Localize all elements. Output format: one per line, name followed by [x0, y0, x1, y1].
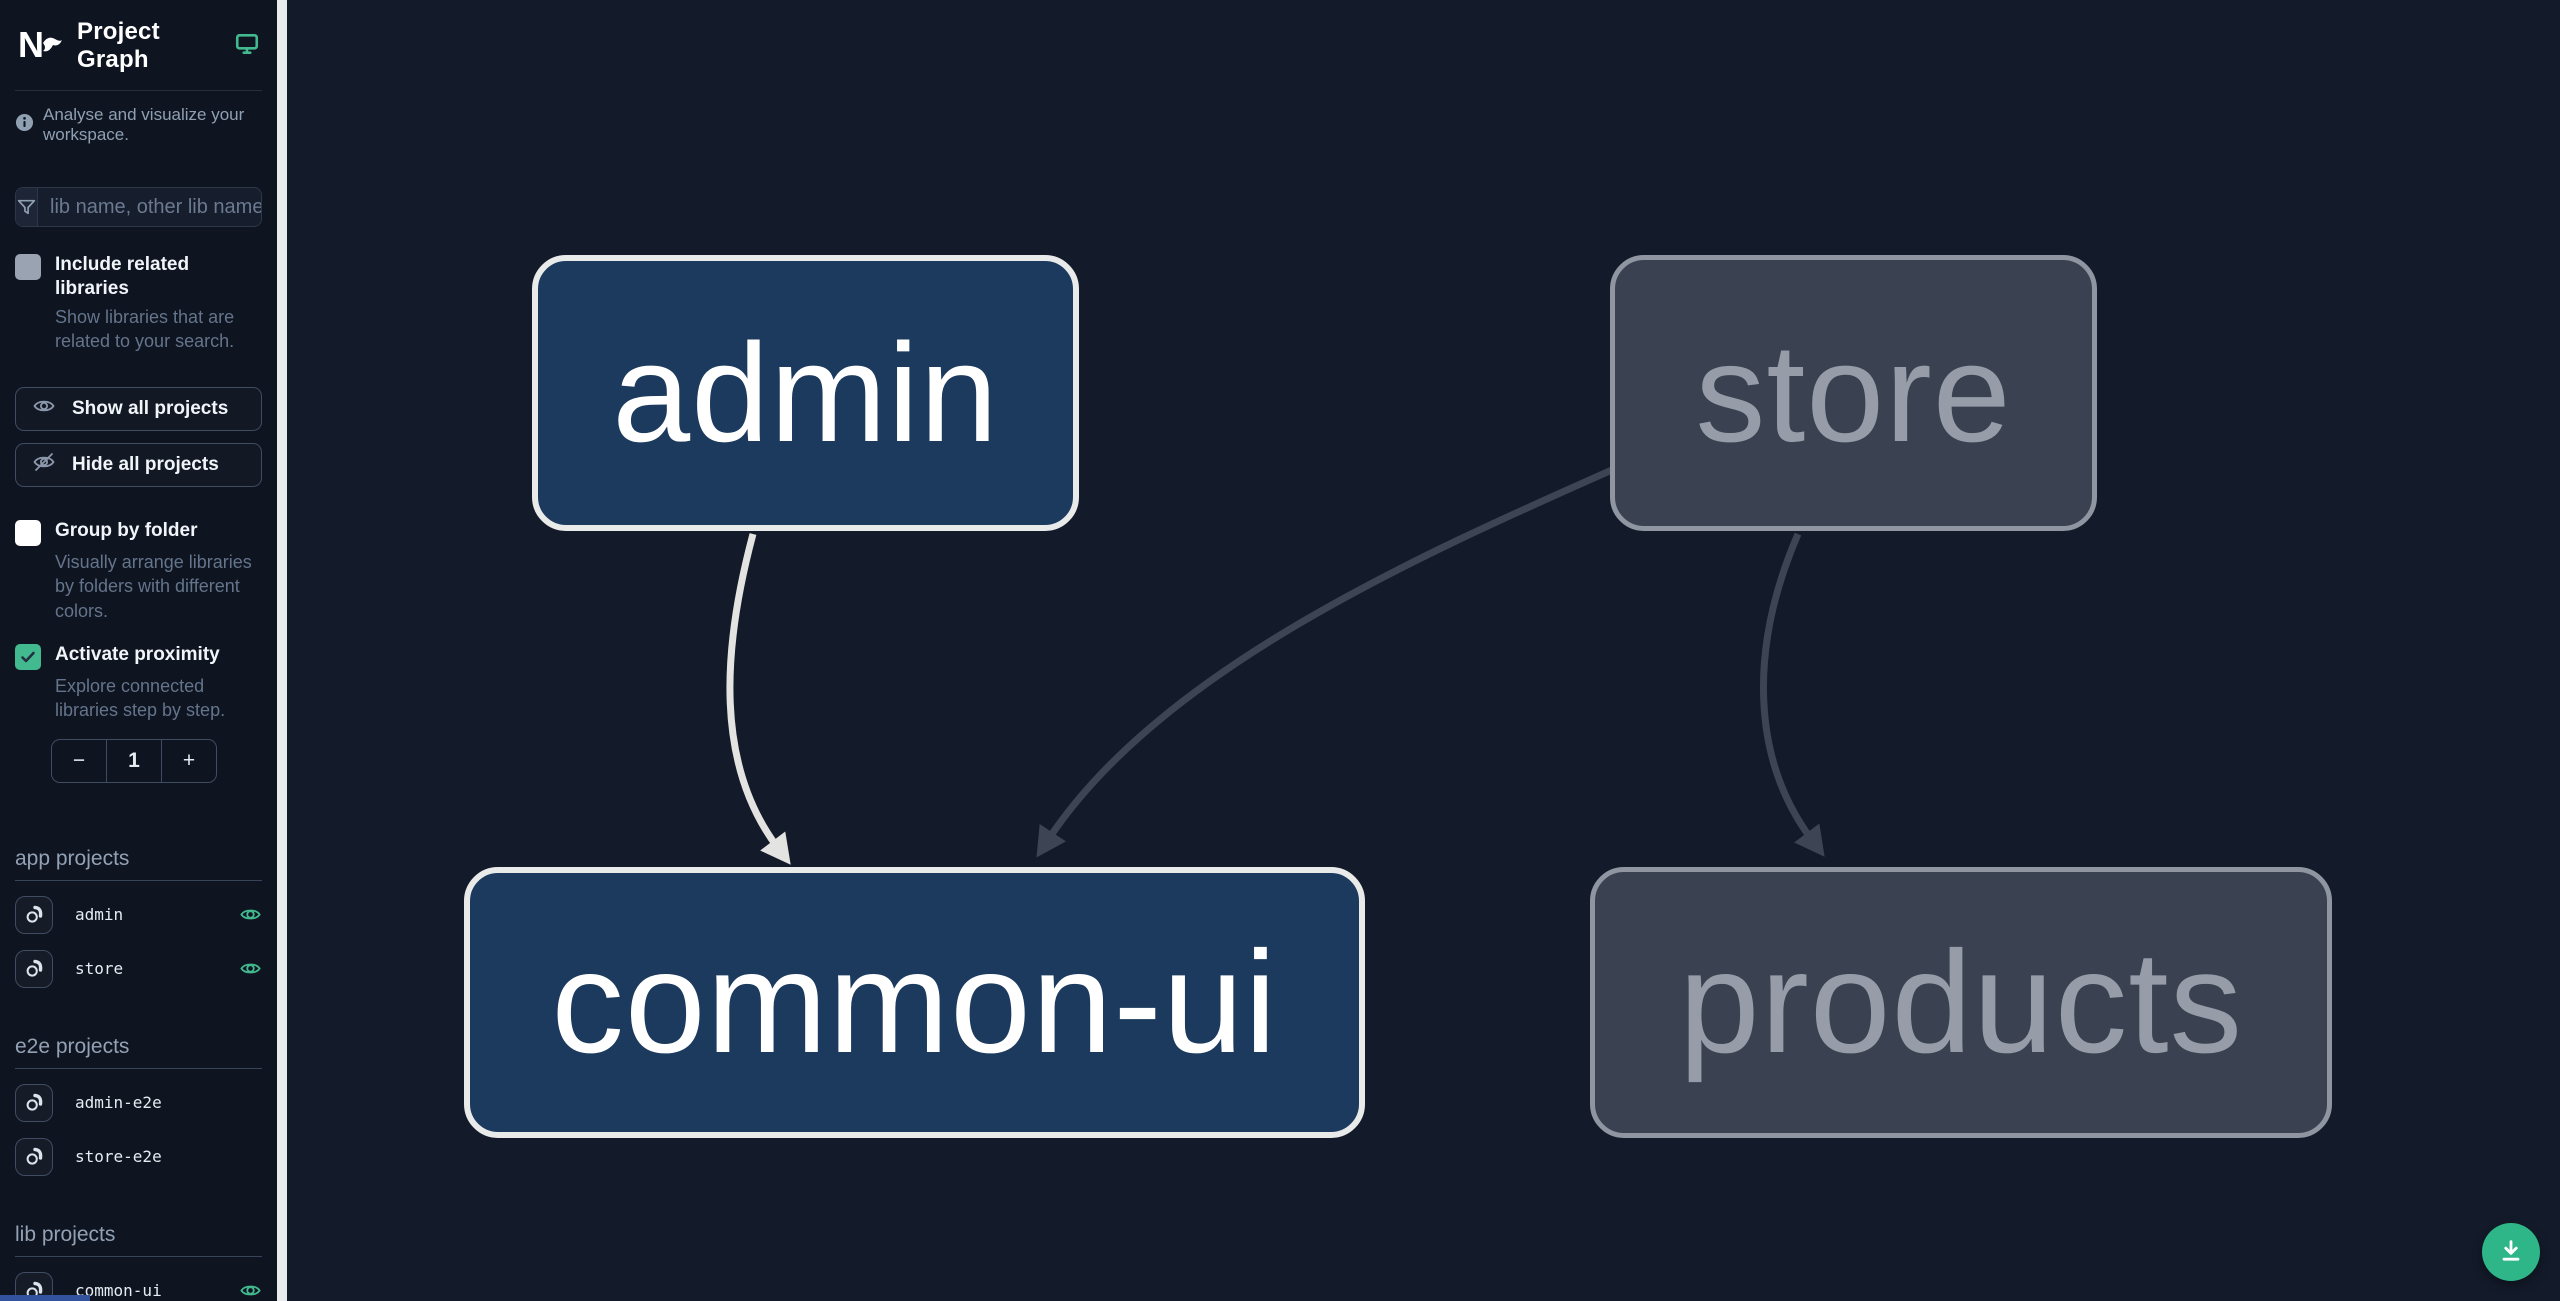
info-icon [15, 113, 34, 137]
download-icon [2497, 1237, 2525, 1268]
search-box [15, 187, 262, 227]
eye-icon[interactable] [239, 957, 262, 980]
project-row-store: store [15, 949, 262, 989]
focus-icon[interactable] [15, 895, 53, 934]
include-related-checkbox[interactable] [15, 254, 41, 280]
project-row-store-e2e: store-e2e [15, 1137, 262, 1177]
project-name[interactable]: admin [75, 905, 124, 925]
graph-node-common-ui[interactable]: common-ui [464, 867, 1365, 1138]
svg-text:N: N [18, 24, 44, 65]
include-related-label: Include related libraries [55, 254, 190, 299]
section-title: lib projects [15, 1223, 262, 1257]
project-visibility-buttons: Show all projects Hide all projects [15, 387, 262, 488]
project-row-admin-e2e: admin-e2e [15, 1083, 262, 1123]
proximity-depth-value: 1 [106, 739, 162, 782]
hide-all-projects-button[interactable]: Hide all projects [15, 443, 262, 488]
intro-row: Analyse and visualize your workspace. [15, 105, 262, 145]
section-title: app projects [15, 847, 262, 881]
group-by-folder-option: Group by folder Visually arrange librari… [15, 519, 262, 623]
e2e-projects-section: e2e projects admin-e2e store-e2e [15, 1035, 262, 1177]
focus-icon[interactable] [15, 1083, 53, 1122]
show-all-projects-button[interactable]: Show all projects [15, 387, 262, 432]
lib-projects-section: lib projects common-ui [15, 1223, 262, 1301]
download-graph-button[interactable] [2482, 1223, 2540, 1281]
node-label: products [1678, 921, 2244, 1083]
project-name[interactable]: common-ui [75, 1281, 162, 1301]
eye-icon[interactable] [239, 1279, 262, 1301]
group-by-folder-label: Group by folder [55, 520, 198, 542]
graph-node-store[interactable]: store [1610, 255, 2097, 531]
project-name[interactable]: store-e2e [75, 1147, 162, 1167]
proximity-decrement-button[interactable]: − [52, 740, 106, 782]
focus-icon[interactable] [15, 949, 53, 988]
intro-text: Analyse and visualize your workspace. [43, 105, 245, 144]
project-name[interactable]: admin-e2e [75, 1093, 162, 1113]
horizontal-scrollbar-thumb[interactable] [0, 1295, 90, 1301]
section-title: e2e projects [15, 1035, 262, 1069]
group-by-folder-description: Visually arrange libraries by folders wi… [55, 552, 252, 621]
graph-node-admin[interactable]: admin [532, 255, 1079, 531]
eye-icon [32, 394, 56, 424]
activate-proximity-checkbox[interactable] [15, 643, 41, 670]
show-all-projects-label: Show all projects [72, 398, 229, 420]
sidebar-divider [277, 0, 287, 1301]
node-label: admin [612, 314, 999, 471]
project-name[interactable]: store [75, 959, 124, 979]
proximity-increment-button[interactable]: + [162, 740, 216, 782]
node-label: common-ui [551, 921, 1278, 1083]
sidebar: N Project Graph Analyse and visualize yo… [0, 0, 277, 1301]
activate-proximity-option: Activate proximity Explore connected lib… [15, 643, 262, 723]
node-label: store [1695, 314, 2012, 471]
page-title: Project Graph [77, 18, 160, 73]
activate-proximity-description: Explore connected libraries step by step… [55, 675, 226, 721]
app-projects-section: app projects admin [15, 847, 262, 989]
monitor-icon[interactable] [234, 31, 260, 62]
eye-off-icon [32, 450, 56, 480]
filter-funnel-icon [16, 188, 38, 226]
search-input[interactable] [38, 188, 261, 226]
eye-icon[interactable] [239, 903, 262, 926]
hide-all-projects-label: Hide all projects [72, 454, 219, 476]
graph-node-products[interactable]: products [1590, 867, 2332, 1138]
include-related-description: Show libraries that are related to your … [55, 306, 235, 351]
include-related-option: Include related libraries Show libraries… [15, 253, 262, 353]
project-row-admin: admin [15, 895, 262, 935]
sidebar-header: N Project Graph [15, 0, 262, 91]
activate-proximity-label: Activate proximity [55, 643, 220, 665]
proximity-depth-stepper: − 1 + [51, 738, 217, 783]
nx-logo: N [17, 21, 63, 72]
focus-icon[interactable] [15, 1137, 53, 1176]
group-by-folder-checkbox[interactable] [15, 520, 41, 547]
